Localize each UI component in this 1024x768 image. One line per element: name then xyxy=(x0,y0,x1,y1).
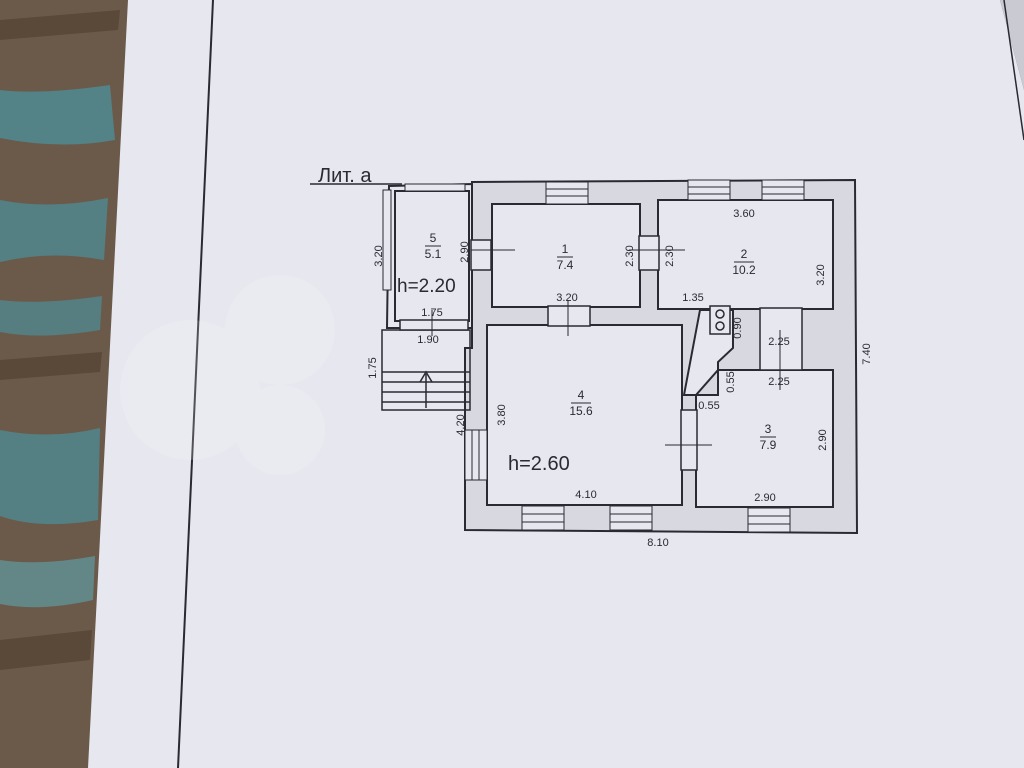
dim-r5-r1-height: 2.90 xyxy=(459,241,471,262)
doors xyxy=(399,235,803,471)
door-r5-porch xyxy=(399,319,469,331)
porch-steps xyxy=(381,329,471,411)
window-r1-top xyxy=(545,181,589,205)
stove-icon xyxy=(709,305,731,335)
room-labels: 1 7.4 2 10.2 3 7.9 4 15.6 5 5.1 xyxy=(425,231,777,452)
door-r5-r1 xyxy=(470,239,492,271)
right-margin-line xyxy=(1003,0,1024,141)
dim-r3-width: 2.90 xyxy=(754,492,775,504)
dimension-labels: 3.20 1.75 1.90 2.90 3.20 2.30 2.30 3.60 … xyxy=(367,208,873,549)
dim-r4-width: 4.10 xyxy=(575,489,596,501)
room-3-number: 3 xyxy=(765,422,772,436)
windows xyxy=(382,179,805,533)
watermark xyxy=(120,275,335,475)
room-3-area: 7.9 xyxy=(760,438,777,452)
dim-porch-depth: 1.75 xyxy=(367,357,379,378)
dim-porch-to-r4: 4.20 xyxy=(455,414,467,435)
dim-r1-width: 3.20 xyxy=(556,292,577,304)
room-4-area: 15.6 xyxy=(569,404,593,418)
door-r1-r2 xyxy=(638,235,660,271)
paper-edge-shadow xyxy=(1000,0,1024,90)
dim-r4-height: 3.80 xyxy=(496,404,508,425)
veranda-walls xyxy=(385,182,473,329)
room-1-number: 1 xyxy=(562,242,569,256)
window-r4-bottom-b xyxy=(609,505,653,531)
main-height: h=2.60 xyxy=(508,453,570,475)
dim-r1-right-height: 2.30 xyxy=(624,245,636,266)
room-3-floor xyxy=(695,369,834,508)
room-1-area: 7.4 xyxy=(557,258,574,272)
dim-r5-height: 3.20 xyxy=(373,245,385,266)
room-2-area: 10.2 xyxy=(732,263,756,277)
porch-arrow-head xyxy=(419,370,433,383)
window-r4-bottom-a xyxy=(521,505,565,531)
dim-r2-left-height: 2.30 xyxy=(664,245,676,266)
dim-closet-gap-width: 0.55 xyxy=(698,400,719,412)
dim-closet-height: 0.90 xyxy=(732,317,744,338)
window-r2-top-b xyxy=(761,179,805,201)
room-2-floor xyxy=(657,199,834,310)
room-2-number: 2 xyxy=(741,247,748,261)
dim-closet-gap-height: 0.55 xyxy=(725,371,737,392)
window-r3-bottom xyxy=(747,507,791,533)
dim-r5-outer-width: 1.90 xyxy=(417,334,438,346)
dim-r2-bottom-right: 2.25 xyxy=(768,336,789,348)
dim-r2-right-height: 3.20 xyxy=(815,264,827,285)
window-r2-top-a xyxy=(687,179,731,201)
dimension-lines xyxy=(431,249,781,446)
plan-title: Лит. а xyxy=(318,165,372,187)
dim-r3-height: 2.90 xyxy=(817,429,829,450)
door-r4-r3 xyxy=(680,409,698,471)
left-margin-line xyxy=(177,0,214,768)
window-r4-left xyxy=(464,429,488,481)
dim-r2-bottom-left: 1.35 xyxy=(682,292,703,304)
dim-r5-inner-width: 1.75 xyxy=(421,307,442,319)
room-5-number: 5 xyxy=(430,231,437,245)
dim-r3-top-width: 2.25 xyxy=(768,376,789,388)
dim-total-height: 7.40 xyxy=(861,343,873,364)
room-5-area: 5.1 xyxy=(425,247,442,261)
window-veranda-left xyxy=(382,189,392,291)
door-r2-r3 xyxy=(759,307,803,371)
window-veranda-top xyxy=(404,183,466,192)
dim-r2-width: 3.60 xyxy=(733,208,754,220)
room-4-number: 4 xyxy=(578,388,585,402)
room-floors xyxy=(486,199,834,508)
dim-total-width: 8.10 xyxy=(647,537,668,549)
veranda-height: h=2.20 xyxy=(397,276,456,297)
door-r1-r4 xyxy=(547,305,591,327)
